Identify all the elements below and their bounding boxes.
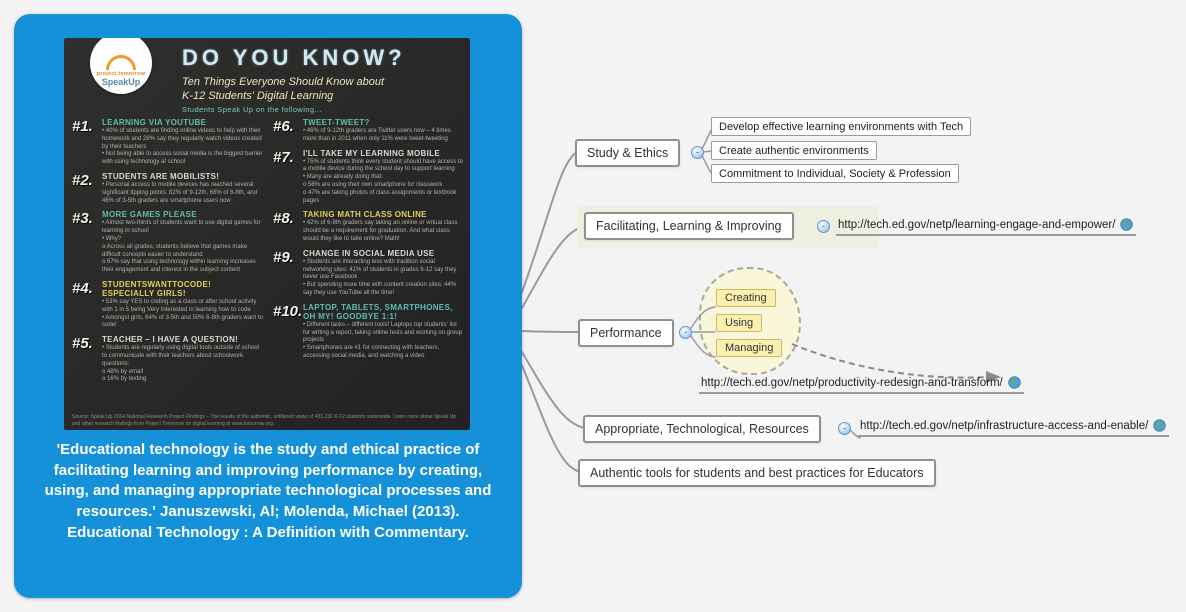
sunrise-icon bbox=[106, 55, 136, 70]
infographic-tagline: Students Speak Up on the following... bbox=[182, 105, 322, 114]
collapse-toggle-performance[interactable]: - bbox=[679, 326, 692, 339]
item-heading: STUDENTSWANTTOCODE! ESPECIALLY GIRLS! bbox=[102, 279, 212, 298]
child-node-commitment[interactable]: Commitment to Individual, Society & Prof… bbox=[711, 164, 959, 183]
link-node-infrastructure[interactable]: http://tech.ed.gov/netp/infrastructure-a… bbox=[858, 419, 1170, 437]
infographic-item: #3. MORE GAMES PLEASE • Almost two-third… bbox=[72, 210, 263, 275]
infographic-item: #4. STUDENTSWANTTOCODE! ESPECIALLY GIRLS… bbox=[72, 280, 263, 330]
infographic-title: DO YOU KNOW? bbox=[182, 45, 406, 70]
item-body: • 40% of students are finding online vid… bbox=[102, 128, 263, 166]
item-body: • 75% of students think every student sh… bbox=[303, 158, 463, 204]
node-performance[interactable]: Performance bbox=[578, 319, 674, 347]
infographic-left-column: #1. LEARNING VIA YOUTUBE • 40% of studen… bbox=[72, 118, 263, 406]
dashed-arrow bbox=[791, 343, 1001, 383]
item-body: • Different tasks – different tools! Lap… bbox=[303, 321, 463, 359]
item-number: #10. bbox=[273, 302, 303, 320]
item-heading: TEACHER – I HAVE A QUESTION! bbox=[102, 335, 239, 345]
infographic-columns: #1. LEARNING VIA YOUTUBE • 40% of studen… bbox=[72, 118, 464, 406]
infographic-item: #10. LAPTOP, TABLETS, SMARTPHONES, OH MY… bbox=[273, 303, 464, 361]
node-study-ethics[interactable]: Study & Ethics bbox=[575, 139, 681, 167]
item-body: • 53% say YES to coding as a class or af… bbox=[102, 298, 263, 329]
globe-icon[interactable] bbox=[1153, 419, 1166, 432]
infographic-item: #9. CHANGE IN SOCIAL MEDIA USE • Student… bbox=[273, 249, 464, 298]
logo-text-top: project tomorrow bbox=[96, 71, 146, 77]
infographic-item: #1. LEARNING VIA YOUTUBE • 40% of studen… bbox=[72, 118, 263, 167]
child-node-learning-environments[interactable]: Develop effective learning environments … bbox=[711, 117, 972, 136]
item-heading: TWEET-TWEET? bbox=[303, 118, 370, 127]
infographic-source: Source: Speak Up 2014 National Research … bbox=[72, 414, 457, 427]
infographic-item: #8. TAKING MATH CLASS ONLINE • 42% of 6-… bbox=[273, 210, 464, 243]
item-body: • Students are regularly using digital t… bbox=[102, 345, 259, 383]
item-heading: TAKING MATH CLASS ONLINE bbox=[303, 210, 427, 220]
definition-quote: 'Educational technology is the study and… bbox=[44, 441, 492, 541]
globe-icon[interactable] bbox=[1120, 218, 1134, 231]
item-number: #4. bbox=[72, 279, 93, 297]
item-heading: CHANGE IN SOCIAL MEDIA USE bbox=[303, 248, 435, 258]
item-body: • Personal access to mobile devices has … bbox=[102, 181, 258, 204]
item-number: #8. bbox=[273, 210, 294, 228]
child-node-authentic-environments[interactable]: Create authentic environments bbox=[711, 141, 877, 160]
node-facilitating[interactable]: Facilitating, Learning & Improving bbox=[584, 212, 794, 240]
collapse-toggle-appropriate[interactable]: - bbox=[838, 422, 851, 435]
collapse-toggle-facilitating[interactable]: - bbox=[817, 220, 830, 233]
root-node-card[interactable]: project tomorrow SpeakUp DO YOU KNOW? Te… bbox=[14, 14, 522, 598]
item-number: #5. bbox=[72, 335, 93, 353]
link-node-productivity[interactable]: http://tech.ed.gov/netp/productivity-red… bbox=[699, 376, 1024, 394]
item-heading: LEARNING VIA YOUTUBE bbox=[102, 118, 207, 127]
link-text[interactable]: http://tech.ed.gov/netp/productivity-red… bbox=[701, 376, 1003, 389]
item-number: #3. bbox=[72, 210, 93, 228]
node-appropriate[interactable]: Appropriate, Technological, Resources bbox=[583, 415, 821, 443]
item-body: • 46% of 9-12th graders are Twitter user… bbox=[303, 128, 451, 142]
infographic-right-column: #6. TWEET-TWEET? • 46% of 9-12th graders… bbox=[273, 118, 464, 406]
infographic-item: #2. STUDENTS ARE MOBILISTS! • Personal a… bbox=[72, 172, 263, 205]
link-text[interactable]: http://tech.ed.gov/netp/learning-engage-… bbox=[838, 218, 1116, 231]
infographic-item: #6. TWEET-TWEET? • 46% of 9-12th graders… bbox=[273, 118, 464, 144]
item-heading: MORE GAMES PLEASE bbox=[102, 210, 197, 220]
item-number: #9. bbox=[273, 248, 294, 266]
infographic-item: #7. I'LL TAKE MY LEARNING MOBILE • 75% o… bbox=[273, 149, 464, 206]
globe-icon[interactable] bbox=[1008, 376, 1021, 389]
subtitle-line2: K-12 Students' Digital Learning bbox=[182, 89, 334, 102]
item-heading: LAPTOP, TABLETS, SMARTPHONES, OH MY! GOO… bbox=[303, 302, 453, 321]
item-number: #2. bbox=[72, 171, 93, 189]
item-number: #1. bbox=[72, 118, 93, 135]
infographic-subtitle: Ten Things Everyone Should Know about K-… bbox=[182, 76, 384, 104]
item-heading: I'LL TAKE MY LEARNING MOBILE bbox=[303, 148, 440, 158]
item-heading: STUDENTS ARE MOBILISTS! bbox=[102, 171, 220, 181]
logo-text-bottom: SpeakUp bbox=[101, 77, 141, 87]
subtitle-line1: Ten Things Everyone Should Know about bbox=[182, 76, 385, 88]
collapse-toggle-study[interactable]: - bbox=[691, 146, 704, 159]
link-node-learning-engage[interactable]: http://tech.ed.gov/netp/learning-engage-… bbox=[836, 218, 1137, 236]
item-number: #6. bbox=[273, 118, 294, 135]
child-node-creating[interactable]: Creating bbox=[716, 289, 776, 307]
link-text[interactable]: http://tech.ed.gov/netp/infrastructure-a… bbox=[860, 419, 1149, 432]
child-node-managing[interactable]: Managing bbox=[716, 339, 783, 357]
node-authentic-tools[interactable]: Authentic tools for students and best pr… bbox=[578, 459, 936, 487]
item-body: • 42% of 6-8th graders say taking an onl… bbox=[303, 220, 458, 242]
item-body: • Almost two-thirds of students want to … bbox=[102, 220, 261, 274]
infographic-image: project tomorrow SpeakUp DO YOU KNOW? Te… bbox=[64, 38, 470, 430]
project-tomorrow-logo: project tomorrow SpeakUp bbox=[90, 38, 152, 94]
infographic-item: #5. TEACHER – I HAVE A QUESTION! • Stude… bbox=[72, 335, 263, 384]
item-number: #7. bbox=[273, 148, 294, 166]
child-node-using[interactable]: Using bbox=[716, 314, 763, 332]
item-body: • Students are interacting less with tra… bbox=[303, 258, 457, 296]
